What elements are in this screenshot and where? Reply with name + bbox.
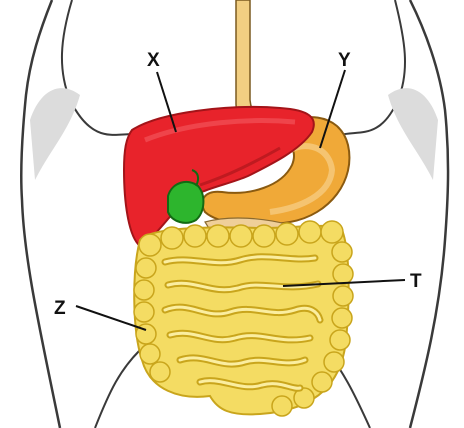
gallbladder [168,182,203,223]
label-z: Z [54,298,66,319]
label-x: X [147,50,160,71]
label-t: T [410,271,422,292]
label-y: Y [338,50,351,71]
